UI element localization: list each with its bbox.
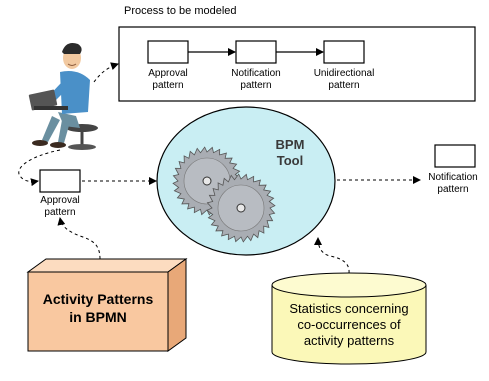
gear-back-hub [202, 176, 212, 186]
statistics-label-line3: activity patterns [303, 333, 395, 348]
output-notification-box [434, 144, 476, 168]
process-title: Process to be modeled [124, 5, 237, 17]
input-pattern-label: Approval pattern [40, 195, 80, 218]
process-step-label-notification: Notification pattern [231, 68, 281, 91]
process-step-label-approval: Approval pattern [148, 68, 188, 91]
statistics-cylinder [271, 272, 427, 365]
input-approval-box [39, 169, 81, 193]
statistics-label-line2: co-occurrences of [297, 317, 401, 332]
process-step-approval-box [147, 40, 189, 64]
bpm-tool-label-line2: Tool [276, 153, 304, 168]
person-at-laptop-illustration [28, 43, 98, 150]
person-to-process-arrow [93, 62, 119, 83]
gear-front-hub [236, 203, 246, 213]
bpm-tool-label-line1: BPM [275, 137, 305, 152]
process-step-notification-box [235, 40, 277, 64]
person-to-input-arrow [18, 149, 61, 187]
process-step-label-unidirectional: Unidirectional pattern [313, 68, 375, 91]
gears-icon [172, 146, 276, 243]
repository-label-line2: in BPMN [69, 309, 127, 325]
activity-patterns-repository [26, 258, 188, 352]
process-frame [118, 26, 476, 102]
repository-label-line1: Activity Patterns [42, 291, 154, 307]
output-pattern-label: Notification pattern [428, 172, 478, 195]
statistics-to-tool-arrow [314, 237, 350, 274]
repository-to-input-arrow [57, 217, 101, 260]
statistics-label-line1: Statistics concerning [289, 301, 409, 316]
process-step-unidirectional-box [323, 40, 365, 64]
